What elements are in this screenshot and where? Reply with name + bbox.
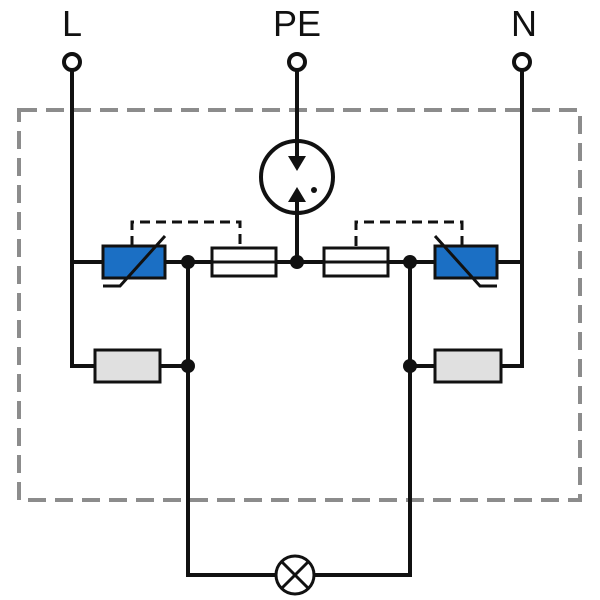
- terminal-label-n: N: [511, 3, 537, 44]
- varistor-icon: [101, 234, 167, 288]
- terminal-pe-icon: [287, 52, 307, 72]
- thermal-fuse-icon: [210, 246, 278, 278]
- terminal-label-pe: PE: [273, 3, 321, 44]
- varistor-icon: [433, 234, 499, 288]
- indicator-lamp-icon: [274, 554, 316, 596]
- device-enclosure: [17, 108, 582, 502]
- terminal-l-icon: [62, 52, 82, 72]
- thermal-fuse-icon: [322, 246, 390, 278]
- junction-dots: [181, 255, 417, 373]
- gas-discharge-tube-icon: [259, 139, 335, 215]
- terminal-label-l: L: [62, 3, 82, 44]
- terminal-n-icon: [512, 52, 532, 72]
- resistor-icon: [433, 348, 503, 384]
- thermal-coupling: [130, 220, 464, 246]
- terminals: [62, 52, 532, 72]
- resistor-icon: [93, 348, 162, 384]
